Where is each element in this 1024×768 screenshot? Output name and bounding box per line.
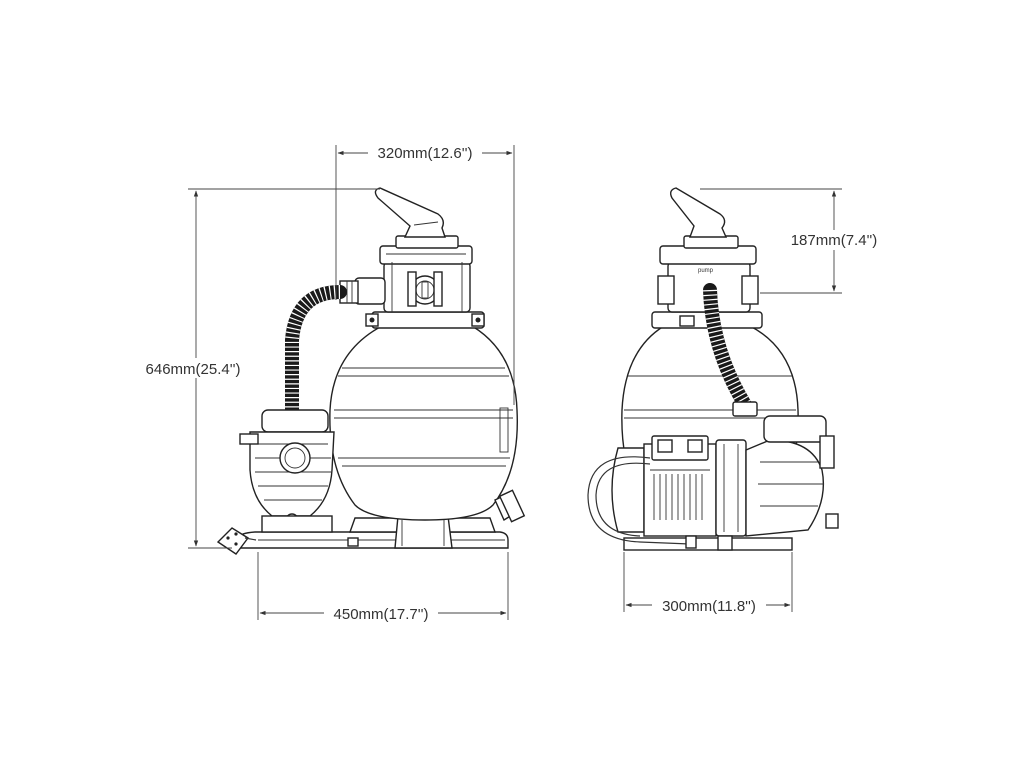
dim-valve-height-label: 187mm(7.4'') <box>791 232 878 249</box>
front-pump <box>216 409 359 555</box>
dim-base-width: 450mm(17.7'') <box>257 552 509 623</box>
tank-collar <box>365 311 485 329</box>
dim-side-width-label: 300mm(11.8'') <box>662 598 756 615</box>
pump-motor <box>587 415 839 551</box>
valve-handle <box>374 187 446 238</box>
dim-base-width-label: 450mm(17.7'') <box>334 606 429 623</box>
filter-tank <box>329 325 526 523</box>
base-plate <box>236 531 509 549</box>
dim-side-width: 300mm(11.8'') <box>623 552 793 615</box>
side-hose <box>703 283 758 417</box>
side-view: pump <box>587 187 886 615</box>
pump-port-label: pump <box>698 268 714 274</box>
dim-total-height-label: 646mm(25.4'') <box>146 361 241 378</box>
dim-front-width: 320mm(12.6'') <box>335 144 515 405</box>
front-view: 320mm(12.6'') 646mm(25.4'') 450mm(17.7''… <box>136 144 526 623</box>
connection-hose <box>285 285 347 419</box>
dim-front-width-label: 320mm(12.6'') <box>378 145 473 162</box>
power-plug <box>216 527 257 555</box>
tank-stand <box>349 515 496 549</box>
dim-total-height: 646mm(25.4'') <box>136 188 380 549</box>
side-base <box>623 537 793 551</box>
dim-valve-height: 187mm(7.4'') <box>700 188 886 294</box>
multiport-valve <box>374 187 473 313</box>
valve-inlet-fitting <box>339 277 386 305</box>
